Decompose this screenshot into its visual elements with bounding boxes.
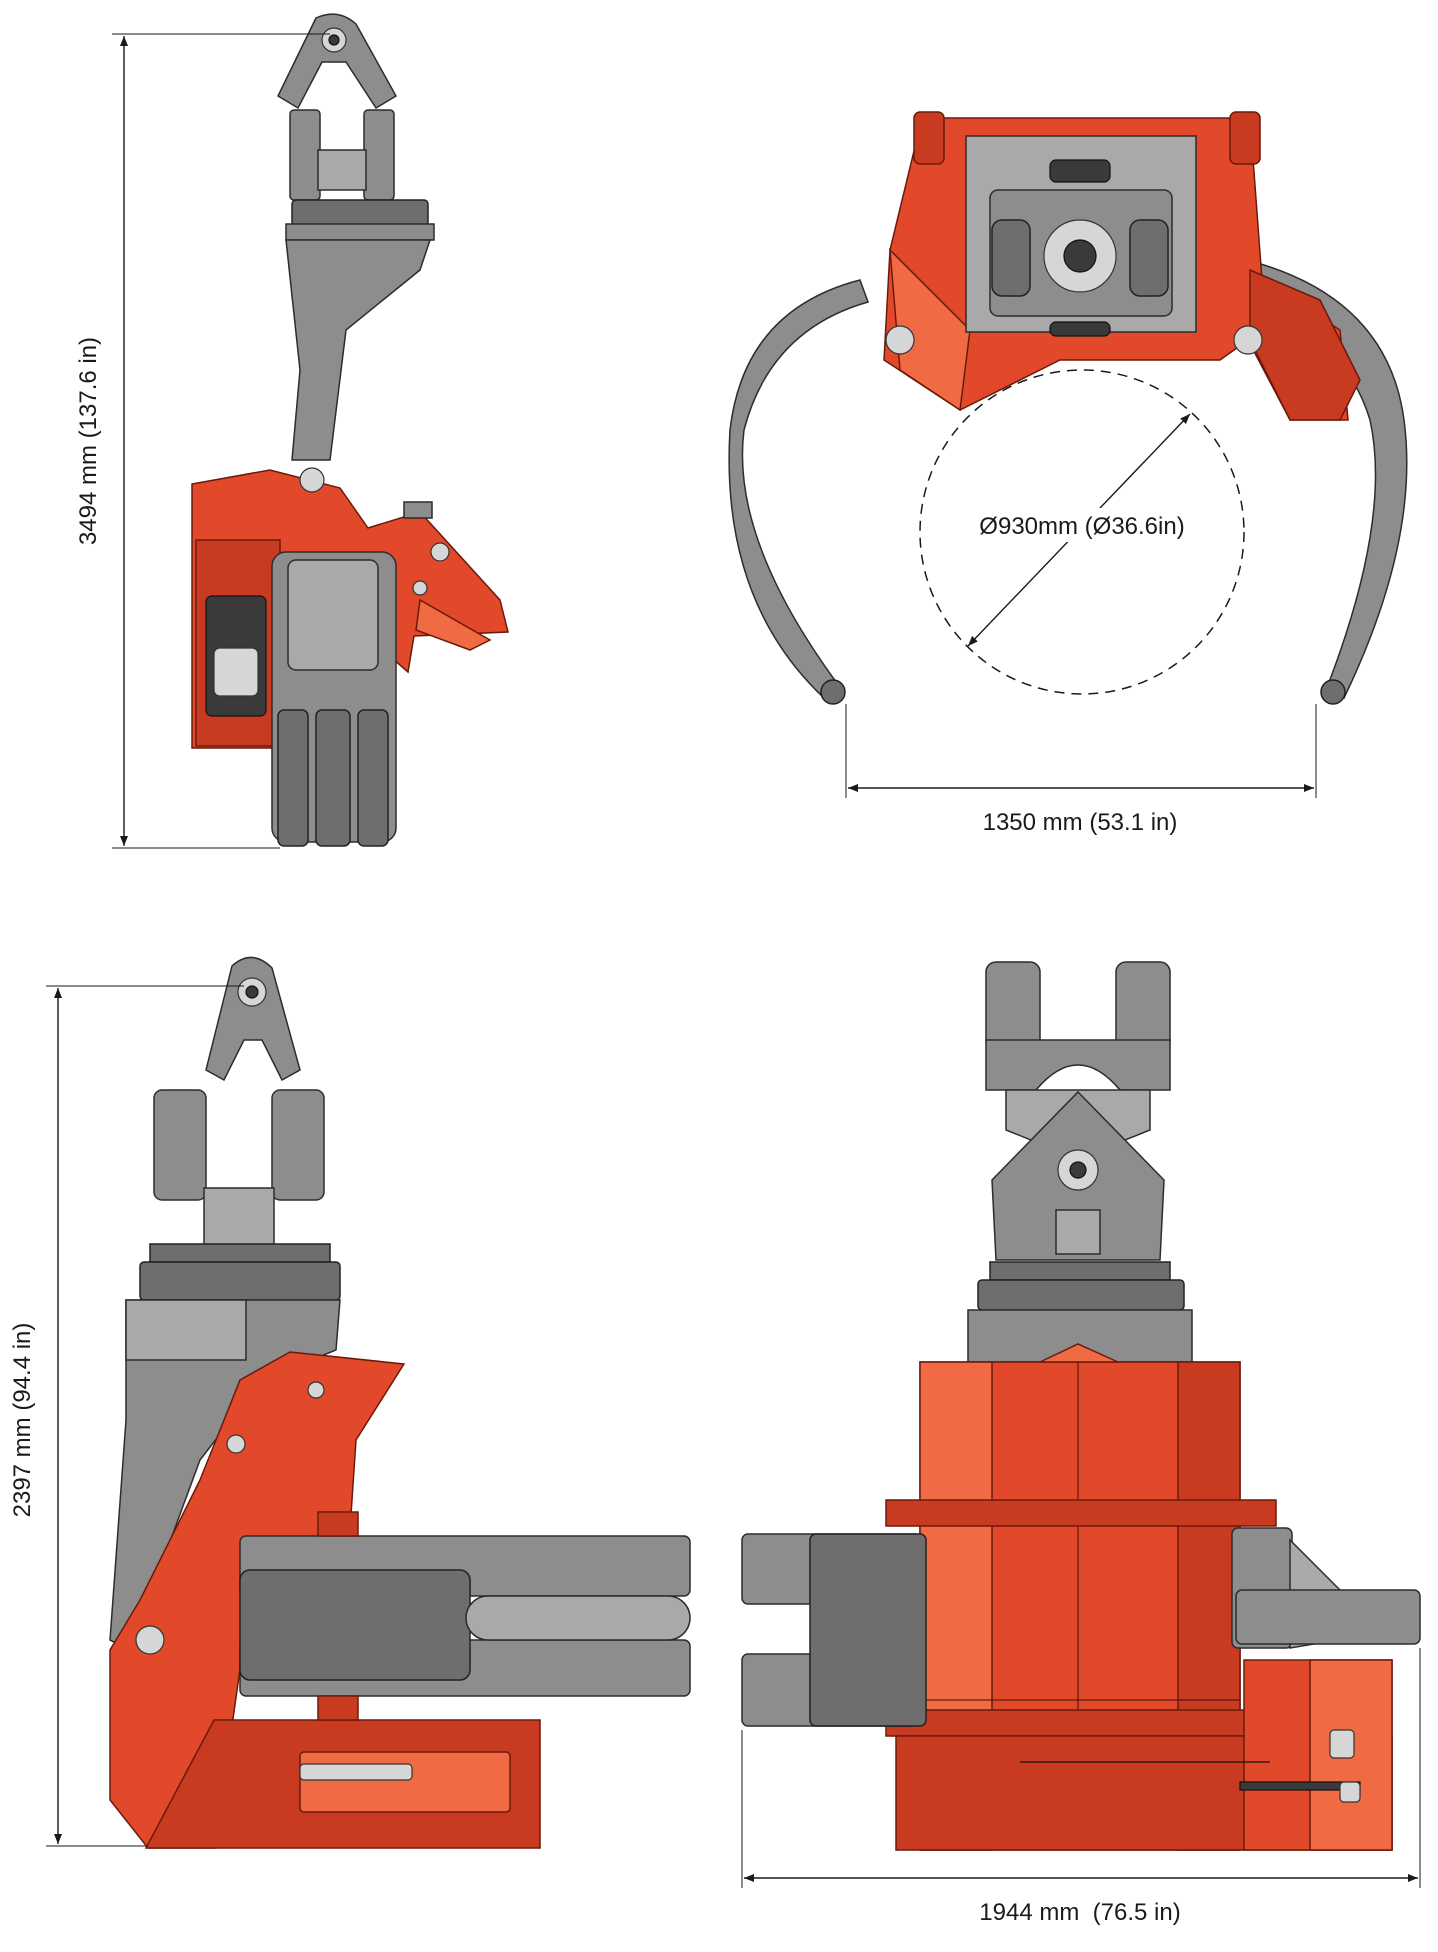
jaw-front-view-top-right [728,111,1408,705]
height-dimension-bottom-left: 2397 mm (94.4 in) [9,985,244,1847]
width-label-1944: 1944 mm (76.5 in) [979,1899,1180,1926]
front-view-bottom-right [741,961,1421,1851]
jaw-opening-label: 1350 mm (53.1 in) [983,809,1178,836]
log-circle [919,369,1245,695]
width-dimension-bottom-right: 1944 mm (76.5 in) [741,1648,1421,1926]
diameter-label: Ø930mm (Ø36.6in) [979,513,1184,540]
height-label-3494: 3494 mm (137.6 in) [75,337,102,545]
height-label-2397: 2397 mm (94.4 in) [9,1323,36,1518]
height-dimension-top-left: 3494 mm (137.6 in) [75,33,330,849]
jaw-opening-dimension: 1350 mm (53.1 in) [845,704,1317,836]
side-view-top-left [191,13,509,847]
log-diameter-indicator: Ø930mm (Ø36.6in) [919,369,1245,695]
side-view-bottom-left [109,956,691,1849]
